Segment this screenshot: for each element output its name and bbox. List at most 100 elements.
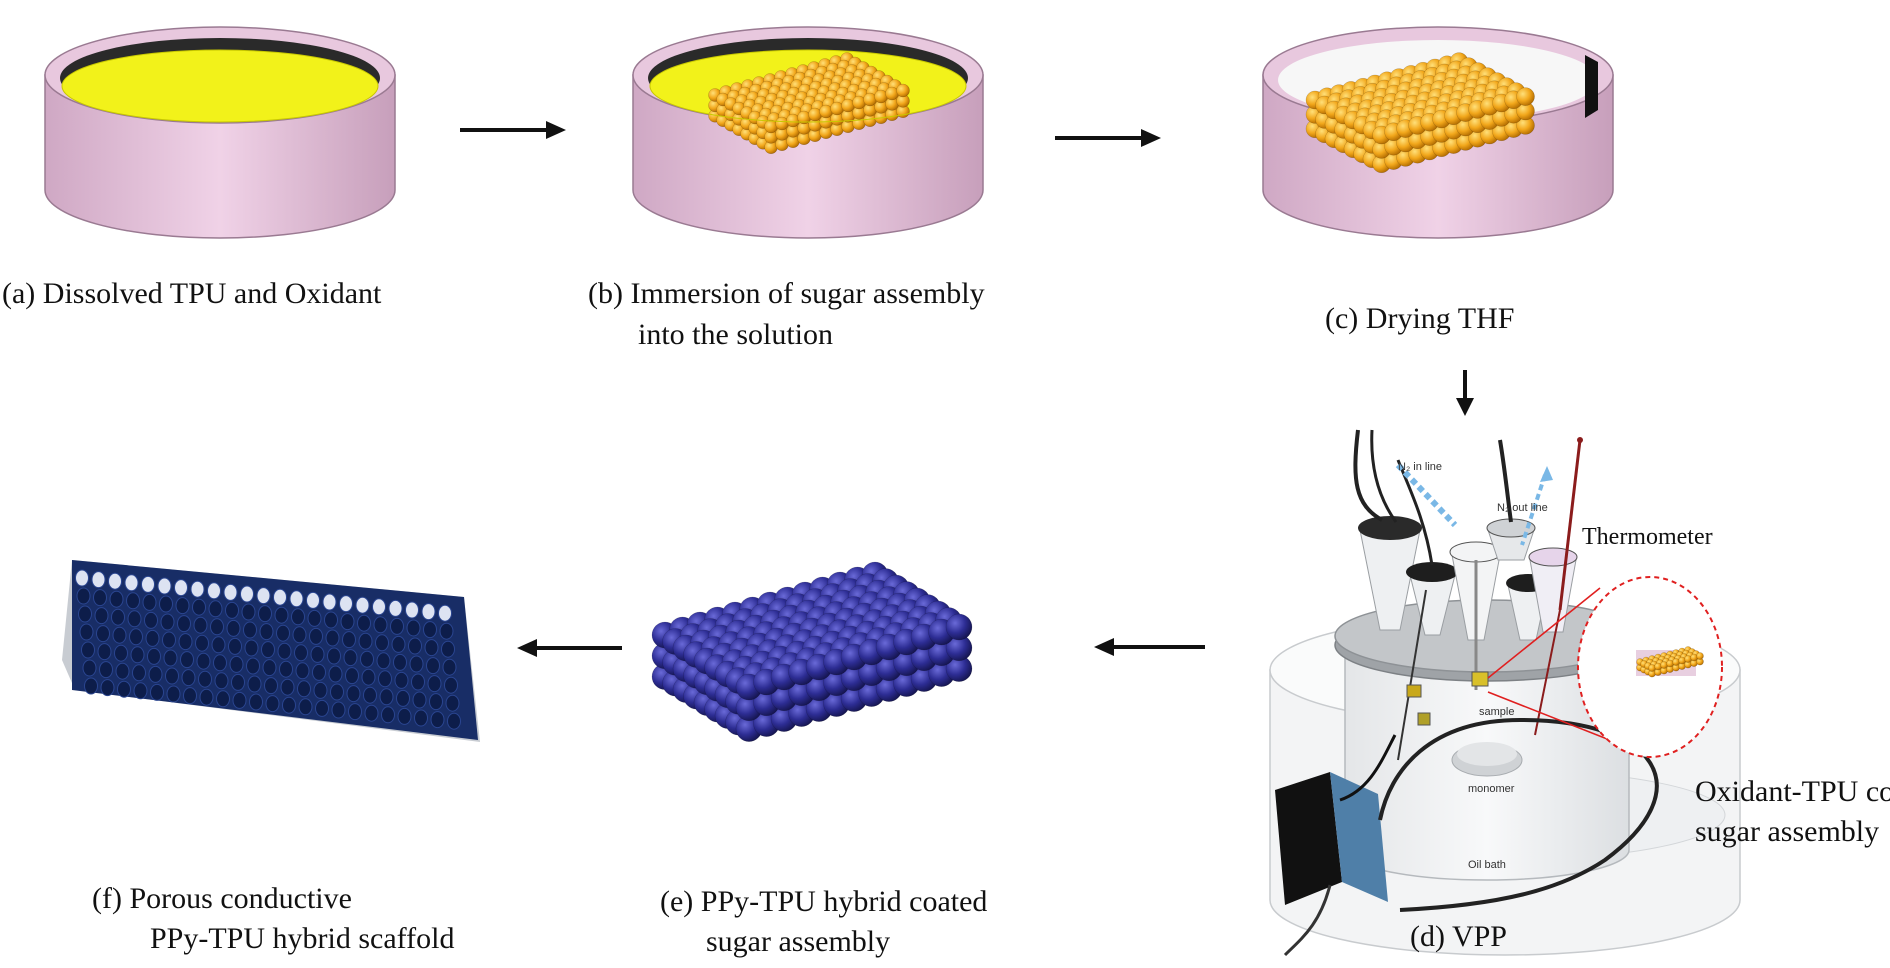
scaffold-pore <box>190 580 205 598</box>
scaffold-pore <box>84 677 98 695</box>
scaffold-pore <box>231 673 245 691</box>
scaffold-pore <box>192 598 206 616</box>
scaffold-pore <box>376 652 391 670</box>
scaffold-pore <box>75 569 89 587</box>
scaffold-pore <box>240 585 254 603</box>
sample-holder-left <box>1406 684 1422 698</box>
arrow-b-to-c <box>1055 129 1161 147</box>
ppy-bead <box>945 613 973 641</box>
scaffold-pore <box>429 693 443 711</box>
scaffold-pore <box>373 616 388 634</box>
callout-label-line1: Oxidant-TPU coated <box>1695 775 1890 808</box>
scaffold-pore <box>306 591 320 609</box>
scaffold-pore <box>159 595 173 613</box>
scaffold-pore <box>199 688 214 706</box>
scaffold-pore <box>388 599 403 617</box>
scaffold-pore <box>160 613 175 631</box>
caption-f-line1: (f) Porous conductive <box>92 882 352 915</box>
scaffold-pore <box>444 676 458 694</box>
scaffold-pore <box>391 635 406 653</box>
scaffold-pore <box>244 639 259 657</box>
scaffold-pore <box>228 637 242 655</box>
caption-e-line2: sugar assembly <box>706 925 891 958</box>
scaffold-pore <box>195 634 209 652</box>
scaffold-pore <box>445 694 460 712</box>
scaffold-pore <box>421 603 436 621</box>
dish-c <box>1262 26 1614 239</box>
scaffold-pore <box>345 667 359 685</box>
scaffold-pore <box>94 607 109 625</box>
scaffold-pore <box>427 675 442 693</box>
scaffold-pore <box>394 671 409 689</box>
vessel-necks <box>1358 516 1578 641</box>
scaffold-pore <box>277 642 292 660</box>
scaffold-pore <box>363 686 377 704</box>
scaffold-pore <box>99 661 113 679</box>
sugar-bead <box>896 83 910 98</box>
scaffold-pore <box>405 601 419 619</box>
scaffold-pore <box>207 582 221 600</box>
scaffold-pore <box>130 646 145 664</box>
scaffold-pore <box>396 689 410 707</box>
porous-scaffold <box>62 560 480 742</box>
callout-label-line2: sugar assembly <box>1695 815 1880 848</box>
scaffold-pore <box>292 626 307 644</box>
scaffold-pore <box>328 665 343 683</box>
sugar-assembly-immersed <box>708 52 910 155</box>
scaffold-pore <box>397 707 412 725</box>
scaffold-pore <box>100 679 115 697</box>
scaffold-pore <box>360 650 374 668</box>
scaffold-pore <box>133 682 148 700</box>
scaffold-pore <box>223 583 238 601</box>
arrow-d-to-e <box>1094 638 1205 656</box>
scaffold-pore <box>364 704 379 722</box>
sample-holder-lower <box>1417 712 1431 726</box>
scaffold-pore <box>307 609 322 627</box>
scaffold-pore <box>78 605 92 623</box>
scaffold-pore <box>355 596 370 614</box>
arrow-e-to-f <box>517 639 622 657</box>
scaffold-pore <box>447 712 461 730</box>
scaffold-pore <box>274 606 289 624</box>
scaffold-pore <box>246 657 260 675</box>
scaffold-pore <box>249 693 263 711</box>
scaffold-pore <box>208 600 223 618</box>
caption-f-line2: PPy-TPU hybrid scaffold <box>150 922 455 955</box>
scaffold-pore <box>165 667 179 685</box>
scaffold-pore <box>117 680 131 698</box>
caption-e-line1: (e) PPy-TPU hybrid coated <box>660 885 988 918</box>
scaffold-pore <box>93 589 107 607</box>
scaffold-pore <box>438 604 452 622</box>
scaffold-pore <box>372 598 386 616</box>
arrow-a-to-b <box>460 121 566 139</box>
scaffold-pore <box>178 633 193 651</box>
dish-b <box>632 26 984 239</box>
scaffold-pore <box>393 653 407 671</box>
scaffold-pore <box>325 629 340 647</box>
scaffold-pore <box>213 654 227 672</box>
scaffold-pore <box>313 681 328 699</box>
scaffold-pore <box>157 577 172 595</box>
caption-d: (d) VPP <box>1410 920 1507 953</box>
sugar-assembly-dried <box>1305 52 1535 174</box>
n2-out-label: N₂ out line <box>1497 502 1548 514</box>
scaffold-pore <box>409 655 424 673</box>
scaffold-pore <box>147 647 161 665</box>
scaffold-pore <box>166 685 181 703</box>
scaffold-pore <box>261 641 275 659</box>
scaffold-pore <box>424 639 439 657</box>
scaffold-pore <box>111 608 125 626</box>
scaffold-pore <box>330 683 344 701</box>
scaffold-pore <box>163 649 178 667</box>
scaffold-pore <box>148 665 163 683</box>
scaffold-pore <box>180 651 194 669</box>
scaffold-pore <box>181 669 196 687</box>
scaffold-pore <box>378 670 392 688</box>
scaffold-pore <box>312 663 326 681</box>
scaffold-pore <box>430 711 445 729</box>
scaffold-pore <box>127 610 142 628</box>
thermometer-icon <box>1534 437 1583 736</box>
scaffold-pore <box>241 603 256 621</box>
scaffold-pore <box>183 687 197 705</box>
scaffold-pore <box>411 673 425 691</box>
